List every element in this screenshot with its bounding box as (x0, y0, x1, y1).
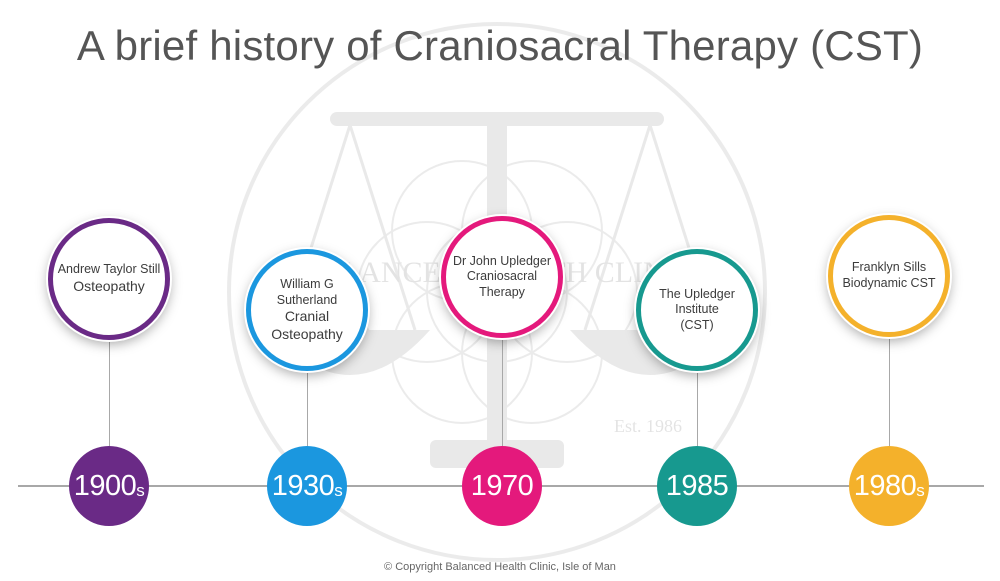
year-badge: 1985 (657, 446, 737, 526)
event-label-line: Dr John Upledger (453, 253, 551, 268)
timeline-connector (889, 337, 890, 446)
year-value: 1980 (853, 469, 917, 502)
year-value: 1900 (73, 469, 137, 502)
timeline-connector (109, 340, 110, 446)
event-label-line: Sutherland (276, 292, 338, 307)
event-label-line: The Upledger (659, 286, 735, 301)
year-badge: 1970 (462, 446, 542, 526)
timeline-connector (502, 338, 503, 446)
year-value: 1930 (271, 469, 335, 502)
event-label-line: (CST) (680, 317, 714, 332)
year-value: 1970 (470, 469, 534, 502)
timeline-connector (307, 371, 308, 446)
year-suffix: s (136, 481, 145, 500)
event-label-line: Franklyn Sills (851, 260, 927, 275)
event-label-line: Biodynamic CST (842, 276, 936, 290)
event-label-line: Osteopathy (73, 278, 145, 295)
event-label-line: Craniosacral (466, 269, 538, 284)
event-label-line: Therapy (479, 284, 525, 299)
event-label-line: Andrew Taylor Still (57, 262, 161, 277)
year-suffix: s (916, 481, 925, 500)
event-label-line: Cranial (284, 308, 330, 325)
year-value: 1985 (665, 469, 729, 502)
event-label-line: Institute (675, 302, 719, 317)
copyright-notice: © Copyright Balanced Health Clinic, Isle… (384, 561, 616, 573)
year-suffix: s (334, 481, 343, 500)
event-label-line: Osteopathy (271, 325, 343, 342)
timeline-connector (697, 371, 698, 446)
svg-text:Est. 1986: Est. 1986 (614, 416, 682, 436)
page-title: A brief history of Craniosacral Therapy … (76, 22, 924, 69)
event-label-line: William G (280, 276, 334, 291)
